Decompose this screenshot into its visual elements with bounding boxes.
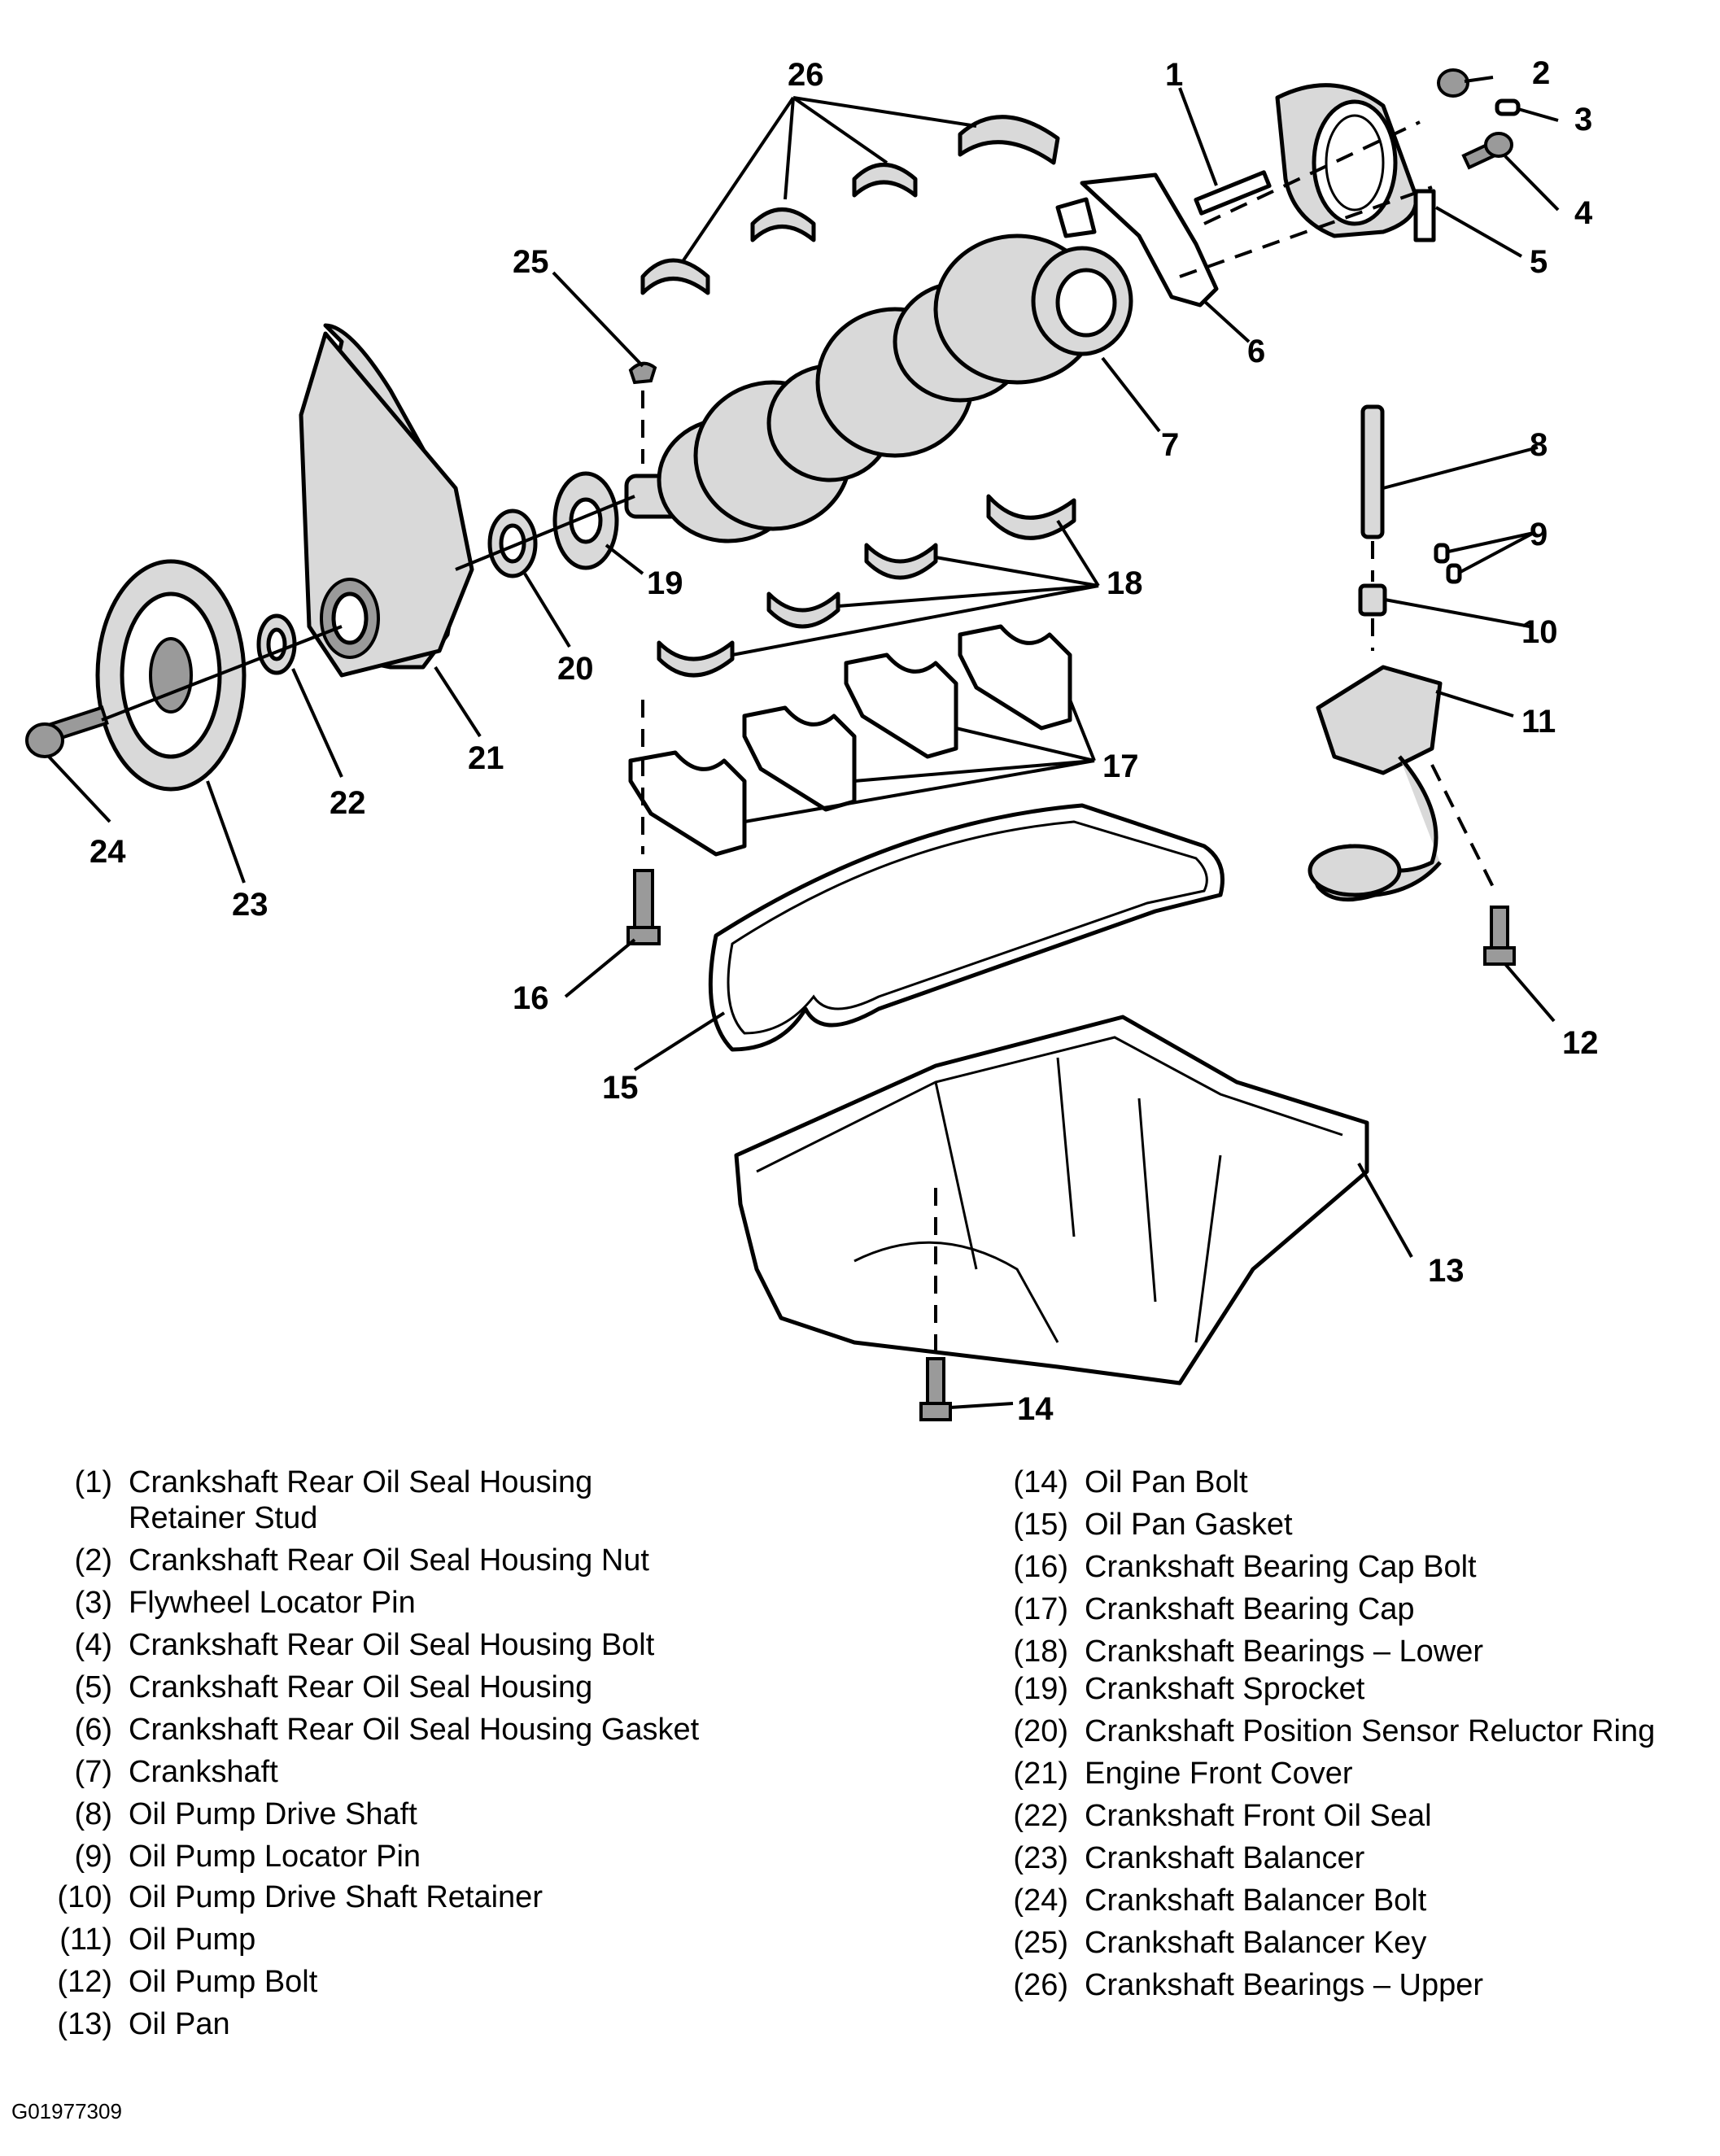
legend-item: (6) Crankshaft Rear Oil Seal Housing Gas…	[74, 1713, 700, 1747]
legend-item: (20) Crankshaft Position Sensor Reluctor…	[1013, 1714, 1656, 1748]
oil-pan-bolt	[919, 1357, 952, 1421]
oil-pump-drive-shaft-retainer	[1358, 583, 1387, 617]
callout-22: 22	[330, 785, 366, 821]
callout-26: 26	[788, 57, 824, 93]
oil-pan	[734, 1015, 1369, 1386]
callout-3: 3	[1574, 102, 1592, 137]
legend-item: (22) Crankshaft Front Oil Seal	[1013, 1799, 1432, 1833]
callout-20: 20	[557, 651, 594, 687]
housing-nut	[1437, 68, 1469, 98]
flywheel-locator-pin	[1495, 98, 1521, 116]
callout-14: 14	[1017, 1391, 1054, 1427]
callout-11: 11	[1521, 704, 1556, 740]
callout-numbers: 1 2 3 4 5 6 7 8 9 10 11 12 13 14 15 16 1…	[89, 55, 1599, 1427]
exploded-parts-diagram: 1 2 3 4 5 6 7 8 9 10 11 12 13 14 15 16 1…	[25, 55, 1599, 1427]
bearing-caps	[628, 624, 1072, 857]
legend-item: (10) Oil Pump Drive Shaft Retainer	[57, 1880, 543, 1914]
legend-item: (9) Oil Pump Locator Pin	[74, 1840, 421, 1874]
housing-bolt	[1461, 132, 1513, 170]
callout-8: 8	[1530, 427, 1548, 463]
legend-item: (19) Crankshaft Sprocket	[1013, 1672, 1365, 1706]
callout-23: 23	[232, 887, 268, 923]
callout-24: 24	[89, 834, 126, 870]
callout-2: 2	[1532, 55, 1550, 91]
legend-item: (24) Crankshaft Balancer Bolt	[1013, 1883, 1427, 1918]
figure-id: G01977309	[11, 2099, 122, 2123]
callout-18: 18	[1107, 565, 1143, 601]
legend-item: (1) Crankshaft Rear Oil Seal Housing Ret…	[74, 1465, 593, 1535]
lower-bearings	[657, 494, 1076, 678]
legend-item: (12) Oil Pump Bolt	[57, 1965, 318, 1999]
crankshaft-balancer	[95, 559, 247, 792]
legend-item: (23) Crankshaft Balancer	[1013, 1841, 1365, 1875]
upper-bearings	[640, 115, 1060, 295]
callout-16: 16	[513, 980, 549, 1016]
legend-item: (8) Oil Pump Drive Shaft	[74, 1797, 417, 1831]
bearing-cap-bolt	[626, 869, 661, 945]
legend-item: (16) Crankshaft Bearing Cap Bolt	[1013, 1550, 1477, 1584]
legend-item: (21) Engine Front Cover	[1013, 1757, 1353, 1791]
rear-oil-seal-housing-gasket	[1055, 172, 1219, 308]
callout-4: 4	[1574, 195, 1593, 231]
engine-front-cover	[299, 323, 474, 678]
callout-9: 9	[1530, 517, 1548, 552]
legend-item: (11) Oil Pump	[59, 1923, 256, 1957]
balancer-key	[628, 361, 657, 385]
oil-pump-bolt	[1483, 906, 1516, 966]
callout-21: 21	[468, 740, 504, 776]
callout-25: 25	[513, 244, 549, 280]
retainer-stud	[1194, 170, 1272, 216]
callout-17: 17	[1102, 748, 1139, 784]
legend-item: (13) Oil Pan	[57, 2007, 230, 2041]
oil-pump	[1307, 665, 1443, 902]
leader-lines	[47, 76, 1560, 1409]
legend-item: (2) Crankshaft Rear Oil Seal Housing Nut	[74, 1543, 649, 1578]
parts-legend: (1) Crankshaft Rear Oil Seal Housing Ret…	[0, 1464, 1720, 2083]
crankshaft-balancer-bolt	[25, 705, 109, 758]
oil-pump-drive-shaft	[1360, 404, 1385, 539]
crankshaft-position-sensor-reluctor-ring	[487, 508, 538, 578]
legend-item: (14) Oil Pan Bolt	[1013, 1465, 1248, 1499]
crankshaft	[624, 233, 1133, 543]
callout-13: 13	[1428, 1253, 1465, 1289]
crankshaft-front-oil-seal	[256, 613, 297, 675]
callout-7: 7	[1161, 427, 1179, 463]
legend-item: (15) Oil Pan Gasket	[1013, 1508, 1293, 1542]
legend-item: (3) Flywheel Locator Pin	[74, 1586, 416, 1620]
oil-pump-locator-pins	[1434, 543, 1462, 584]
legend-item: (7) Crankshaft	[74, 1755, 278, 1789]
callout-12: 12	[1562, 1025, 1599, 1061]
callout-15: 15	[602, 1070, 639, 1106]
callout-5: 5	[1530, 244, 1548, 280]
legend-item: (26) Crankshaft Bearings – Upper	[1013, 1968, 1484, 2002]
callout-10: 10	[1521, 614, 1558, 650]
legend-item: (25) Crankshaft Balancer Key	[1013, 1926, 1427, 1960]
rear-oil-seal-housing	[1275, 83, 1436, 242]
legend-item: (4) Crankshaft Rear Oil Seal Housing Bol…	[74, 1628, 655, 1662]
legend-item: (5) Crankshaft Rear Oil Seal Housing	[74, 1670, 593, 1704]
callout-1: 1	[1165, 57, 1183, 93]
oil-pan-gasket	[708, 803, 1225, 1052]
crankshaft-sprocket	[552, 471, 619, 570]
legend-item: (18) Crankshaft Bearings – Lower	[1013, 1634, 1484, 1669]
legend-item: (17) Crankshaft Bearing Cap	[1013, 1592, 1415, 1626]
callout-6: 6	[1247, 334, 1265, 369]
callout-19: 19	[647, 565, 683, 601]
